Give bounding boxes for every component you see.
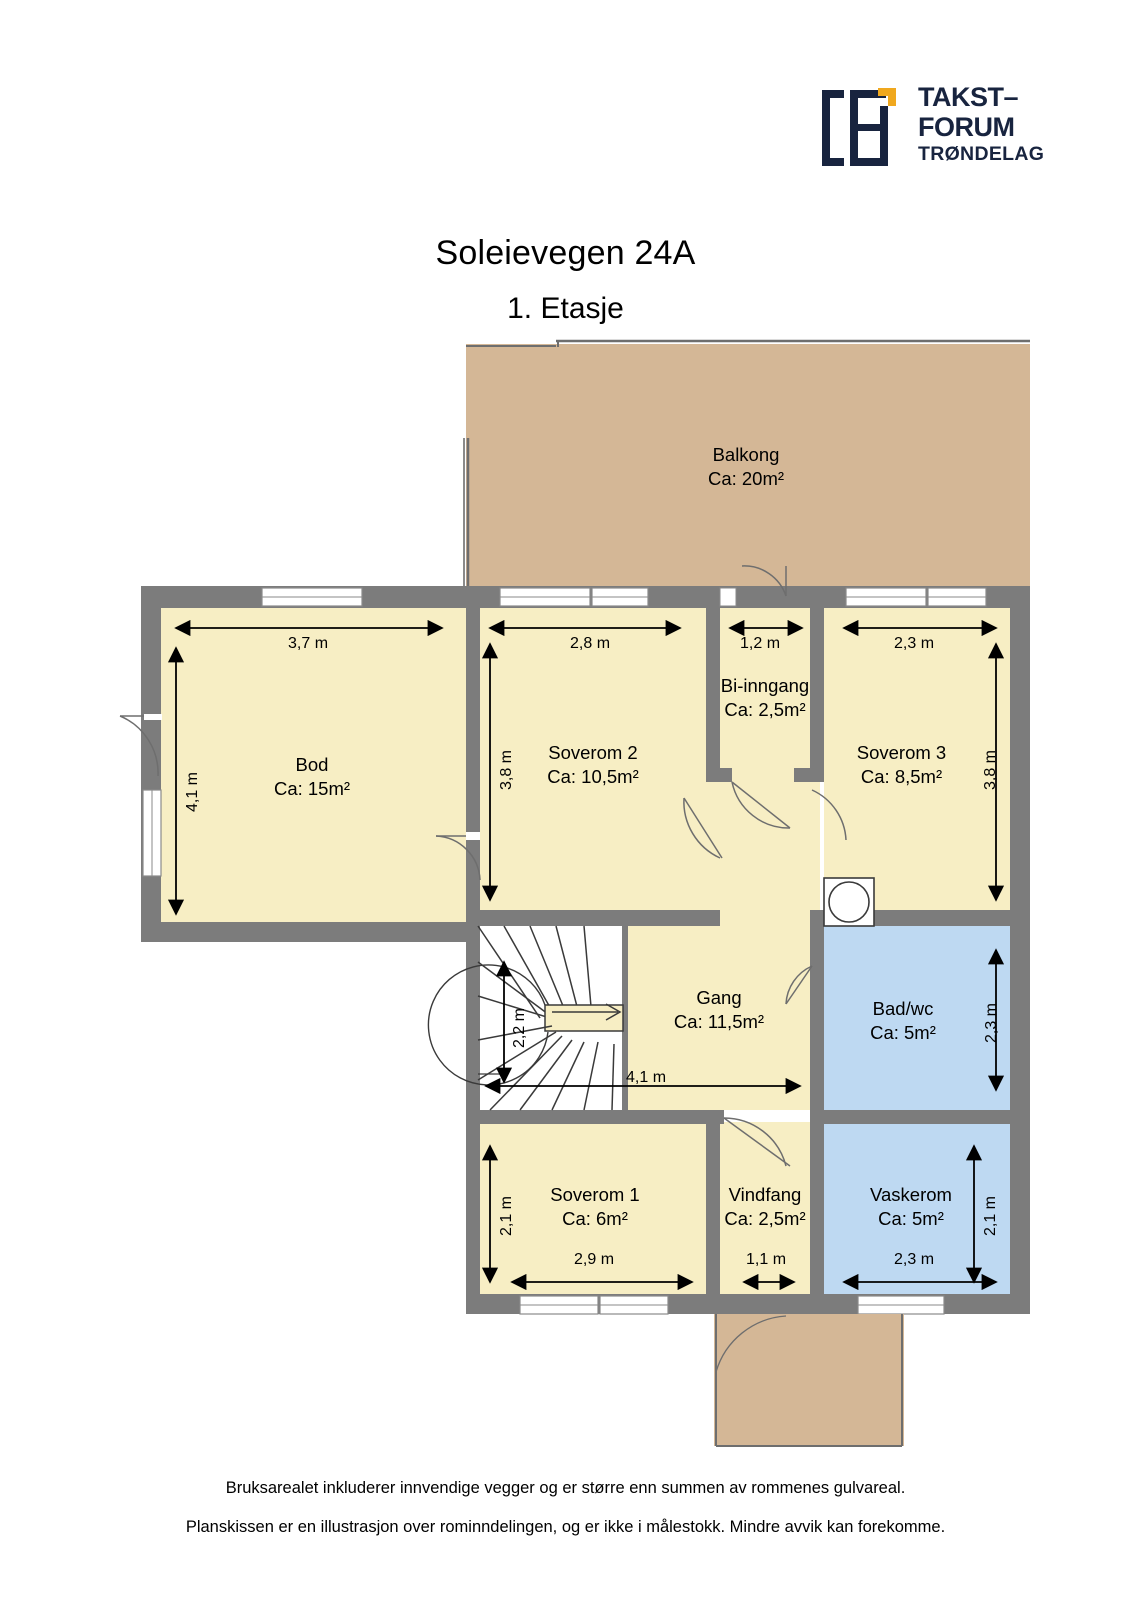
fill-vindfang — [718, 1122, 814, 1302]
footer-line-1: Bruksarealet inkluderer innvendige vegge… — [225, 1479, 906, 1497]
fill-badwc — [824, 926, 1014, 1110]
sink-fixture-icon — [823, 877, 875, 927]
fill-gang-2 — [624, 926, 814, 1110]
fill-soverom2 — [478, 596, 708, 916]
fill-vaskerom — [824, 1122, 1014, 1302]
windows — [142, 587, 987, 1315]
takst-forum-wordmark: TAKST– FORUM TRØNDELAG — [918, 82, 1045, 177]
dimension-arrows — [167, 619, 1005, 1291]
takst-forum-logo: TAKST– FORUM TRØNDELAG — [818, 82, 1044, 177]
entrance-porch — [714, 1314, 904, 1447]
room-balkong — [463, 339, 1030, 596]
logo-line-3: TRØNDELAG — [918, 143, 1045, 165]
floor-plan-svg — [119, 339, 1030, 1447]
staircase — [427, 925, 624, 1111]
logo-line-2: FORUM — [918, 112, 1015, 142]
fill-soverom3 — [824, 596, 1014, 916]
takst-forum-logo-mark — [822, 88, 896, 166]
footer-line-2: Planskissen er en illustrasjon over romi… — [185, 1517, 946, 1536]
footer-disclaimer: Bruksarealet inkluderer innvendige vegge… — [0, 1480, 1131, 1535]
fill-biinngang — [718, 596, 814, 776]
page-subtitle: 1. Etasje — [507, 292, 624, 325]
walls — [141, 586, 1030, 1314]
fill-soverom1 — [478, 1122, 708, 1302]
logo-line-1: TAKST– — [918, 82, 1019, 112]
fill-bod — [155, 596, 468, 930]
fill-gang-3 — [708, 776, 820, 936]
page-title: Soleievegen 24A — [435, 234, 696, 272]
floor-plan: Balkong Ca: 20m² Bod Ca: 15m² Soverom 2 … — [119, 339, 1030, 1447]
